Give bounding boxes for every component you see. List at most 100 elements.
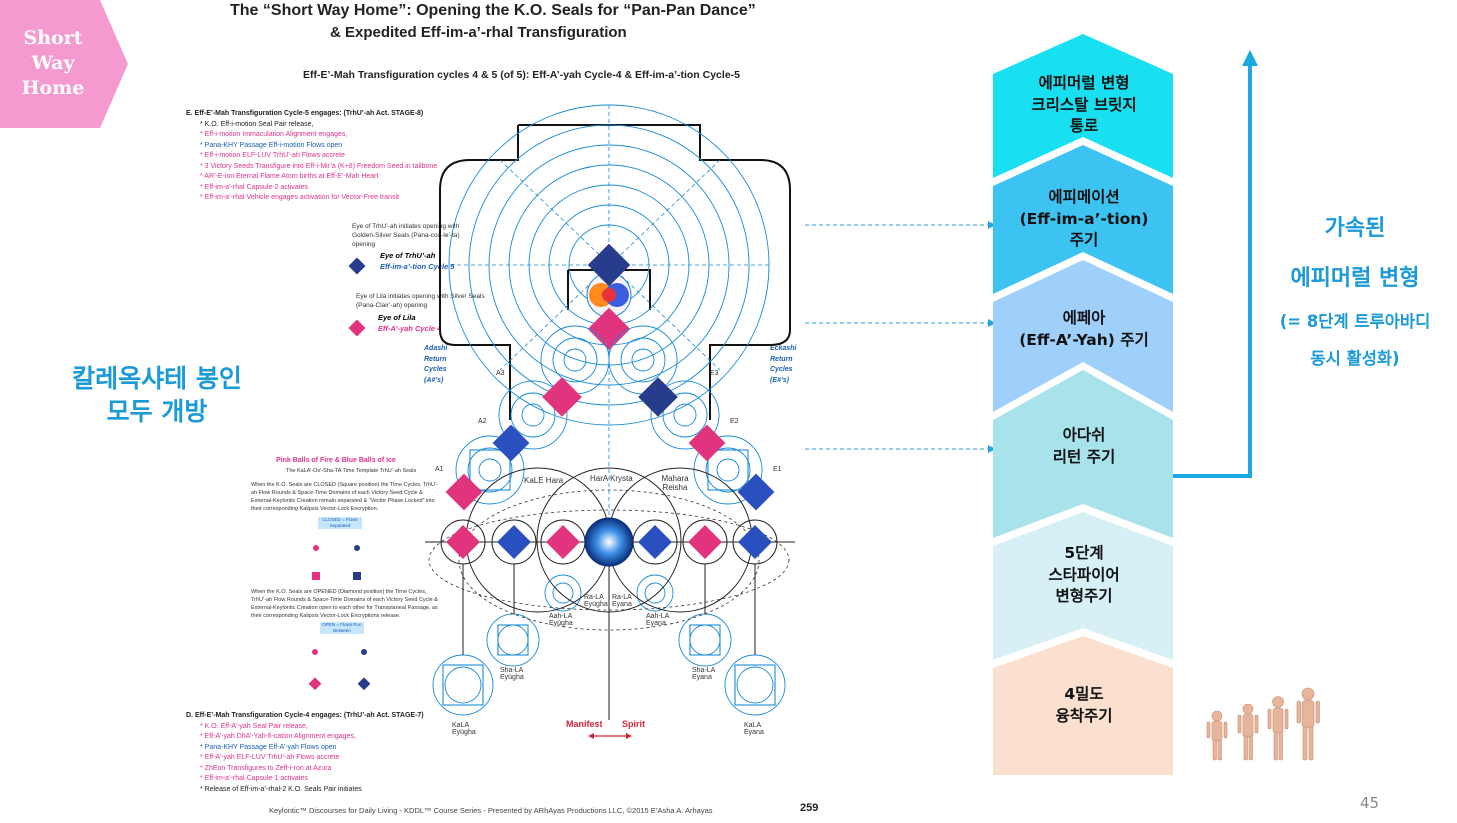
page-number: 259 bbox=[800, 802, 819, 814]
bottom-right-label: Ra-LA Eyana bbox=[612, 594, 632, 608]
tab-line-2: Way bbox=[31, 52, 75, 74]
section-e-heading: E. Eff-E’-Mah Transfiguration Cycle-5 en… bbox=[186, 110, 424, 117]
side-diamond-blue bbox=[638, 377, 678, 417]
section-d-heading: D. Eff-E’-Mah Transfiguration Cycle-4 en… bbox=[186, 712, 424, 719]
drop-lines bbox=[462, 564, 756, 720]
legend-blue-diamond bbox=[348, 257, 366, 275]
page-title-line-1: The “Short Way Home”: Opening the K.O. S… bbox=[230, 2, 756, 19]
eckashi-label: Eckashi Return Cycles (E#’s) bbox=[770, 345, 797, 384]
page-footer: Keylontic™ Discourses for Daily Living -… bbox=[269, 806, 713, 815]
legend-pink-diamond bbox=[348, 319, 366, 337]
short-way-home-tab bbox=[0, 0, 128, 128]
bottom-left-label: KaLA Eyügha bbox=[452, 722, 476, 736]
wheel-frames bbox=[442, 449, 776, 706]
section-e-item: * Eff-i-motion Immaculation Alignment en… bbox=[200, 131, 348, 138]
hara-label: HarA Krysta bbox=[590, 474, 633, 483]
chevron-eff-a-yah bbox=[993, 260, 1173, 412]
chevron-line: 에피메이션 bbox=[1048, 188, 1120, 206]
slide-number: 45 bbox=[1360, 794, 1380, 812]
chevron-text-3: 에페아 (Eff-A’-Yah) 주기 bbox=[995, 308, 1173, 351]
a-label: A2 bbox=[478, 418, 487, 425]
eye-lila-cycle: Eff-A’-yah Cycle 4 bbox=[378, 324, 442, 333]
chevron-line: 4밀도 bbox=[1064, 685, 1104, 703]
a-label: A3 bbox=[496, 370, 505, 377]
closed-badge: CLOSED = Flows Separated bbox=[318, 517, 362, 529]
e-label: E3 bbox=[710, 370, 719, 377]
section-d-item: * Eff-im-a’-rhal Capsule-1 activates bbox=[200, 775, 309, 782]
eye-trhu-note: Eye of TrhU’-ah initiates opening with G… bbox=[352, 223, 460, 248]
chevron-line: 리턴 주기 bbox=[1052, 447, 1116, 466]
tab-line-1: Short bbox=[23, 27, 83, 49]
bottom-right-label: Sha-LA Eyana bbox=[692, 667, 715, 681]
page-title-line-2: & Expedited Eff-im-a’-rhal Transfigurati… bbox=[330, 24, 627, 41]
bottom-right-label: KaLA Eyana bbox=[744, 722, 764, 736]
section-e-item: * Eff-im-a’-rhal Capsule-2 activates bbox=[200, 183, 309, 191]
section-e-item: * K.O. Eff-i-motion Seal Pair release, bbox=[200, 120, 314, 128]
chevron-text-6: 4밀도 융착주기 bbox=[995, 684, 1173, 727]
chevron-text-4: 아다쉬 리턴 주기 bbox=[995, 425, 1173, 468]
human-figure-3 bbox=[1267, 696, 1289, 761]
open-legend bbox=[308, 649, 371, 691]
chevron-line: 통로 bbox=[1069, 117, 1099, 135]
rainbow-core bbox=[586, 272, 632, 318]
section-d-list: D. Eff-E’-Mah Transfiguration Cycle-4 en… bbox=[186, 711, 446, 795]
section-e-item: * Eff-i-motion ELF-LUV TrhU’-ah Flows ac… bbox=[200, 152, 345, 159]
chevron-line: 아다쉬 bbox=[1062, 426, 1106, 444]
chevron-line: 크리스탈 브릿지 bbox=[1031, 95, 1137, 114]
connector-arrows bbox=[805, 221, 996, 453]
hara-label: Mahara Reisha bbox=[661, 474, 689, 492]
side-diamond-blue bbox=[492, 424, 530, 462]
eye-lila-label: Eye of Lila Eff-A’-yah Cycle 4 bbox=[378, 312, 478, 334]
chevron-line: (Eff-A’-Yah) 주기 bbox=[1019, 330, 1149, 349]
open-badge: OPEN = Flows Run Between bbox=[320, 622, 364, 634]
chevron-4-density bbox=[993, 636, 1173, 775]
pink-blue-title: Pink Balls of Fire & Blue Balls of Ice bbox=[276, 457, 396, 464]
page-subtitle: Eff-E’-Mah Transfiguration cycles 4 & 5 … bbox=[303, 69, 740, 81]
opened-text: When the K.O. Seals are OPENED (Diamond … bbox=[251, 589, 438, 619]
eye-lila-note: Eye of Lila initiates opening with Silve… bbox=[356, 293, 485, 309]
chevron-line: 변형주기 bbox=[1055, 587, 1113, 605]
eye-lila-title: Eye of Lila bbox=[378, 313, 416, 322]
human-figure-2 bbox=[1237, 703, 1259, 761]
side-diamond-pink bbox=[445, 473, 483, 511]
side-diamond-pink bbox=[688, 424, 726, 462]
a-label: A1 bbox=[435, 466, 444, 473]
closed-text: When the K.O. Seals are CLOSED (Square p… bbox=[251, 482, 439, 512]
chevron-line: 에페아 bbox=[1062, 309, 1106, 327]
section-e-item: * AR’-E-ion Eternal Flame Atom births at… bbox=[200, 173, 379, 180]
left-label-line-1: 칼레옥샤테 봉인 bbox=[72, 364, 242, 393]
human-figure-1 bbox=[1206, 710, 1228, 761]
closed-legend bbox=[312, 545, 361, 580]
chevron-line: (Eff-im-a’-tion) bbox=[1019, 209, 1149, 228]
side-diamond-blue bbox=[737, 473, 775, 511]
left-korean-label: 칼레옥샤테 봉인 모두 개방 bbox=[52, 362, 262, 428]
section-e-item: * Pana-KHY Passage Eff-i-motion Flows op… bbox=[200, 141, 343, 149]
bottom-left-label: Aah-LA Eyügha bbox=[549, 613, 573, 627]
human-figure-4 bbox=[1296, 687, 1320, 761]
chevron-text-2: 에피메이션 (Eff-im-a’-tion) 주기 bbox=[995, 187, 1173, 252]
accelerate-arrow bbox=[1173, 50, 1258, 478]
accelerated-label: 가속된 bbox=[1324, 216, 1386, 241]
section-d-item: * Release of Eff-im-a’-rhal-2 K.O. Seals… bbox=[200, 785, 362, 793]
section-e-list: E. Eff-E’-Mah Transfiguration Cycle-5 en… bbox=[186, 109, 446, 204]
chevron-adashi bbox=[993, 370, 1173, 538]
dashed-loops bbox=[428, 489, 790, 631]
section-e-item: * Eff-im-a’-rhal Vehicle engages activat… bbox=[200, 194, 400, 201]
eye-trhu-cycle: Eff-im-a’-tion Cycle 5 bbox=[380, 262, 455, 271]
seal-row bbox=[440, 517, 778, 567]
eye-trhu-title: Eye of TrhU’-ah bbox=[380, 251, 436, 260]
section-d-item: * Pana-KHY Passage Eff-A’-yah Flows open bbox=[200, 743, 337, 751]
spirit-label: Spirit bbox=[622, 719, 646, 729]
chevron-text-5: 5단계 스타파이어 변형주기 bbox=[995, 543, 1173, 608]
adashi-label: Adashi Return Cycles (A#’s) bbox=[424, 345, 448, 384]
manifest-label: Manifest bbox=[566, 719, 603, 729]
chevron-line: 융착주기 bbox=[1055, 706, 1113, 725]
chevron-eff-im-a-tion bbox=[993, 145, 1173, 294]
tab-label: Short Way Home bbox=[6, 26, 100, 101]
chevron-crystal-bridge bbox=[993, 34, 1173, 178]
section-d-item: * ZhEon Transfigures to Zeff-i-ron at Az… bbox=[200, 764, 332, 772]
side-diamond-pink bbox=[542, 377, 582, 417]
eye-trhu-label: Eye of TrhU’-ah Eff-im-a’-tion Cycle 5 bbox=[380, 250, 480, 272]
left-label-line-2: 모두 개방 bbox=[106, 397, 208, 426]
bottom-left-label: Sha-LA Eyügha bbox=[500, 667, 524, 681]
